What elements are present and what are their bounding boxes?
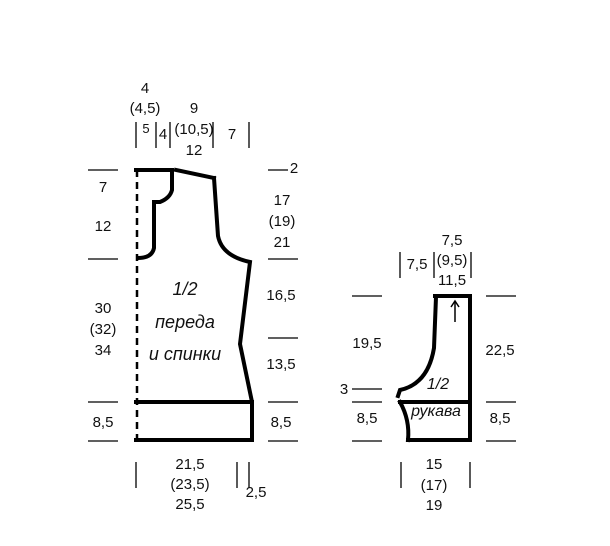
- sleeve-width-3: 19: [425, 497, 443, 514]
- sleeve-top-left: 7,5: [406, 256, 428, 273]
- sleeve-right-rib: 8,5: [489, 410, 511, 427]
- sleeve-top-right-1: 7,5: [441, 232, 463, 249]
- body-armhole-side: [211, 175, 254, 442]
- body-title-1: 1/2: [172, 279, 198, 299]
- top-neck-3: 12: [185, 142, 203, 159]
- left-body-len-2: (32): [89, 321, 117, 338]
- right-armhole-3: 21: [273, 234, 291, 251]
- sleeve-length: 22,5: [485, 342, 515, 359]
- top-shoulder-b: 4: [158, 126, 168, 143]
- left-rib: 8,5: [92, 414, 114, 431]
- sleeve-top-right-3: 11,5: [437, 272, 467, 289]
- sleeve-cap: [395, 294, 439, 399]
- sleeve-title-2: рукава: [411, 403, 461, 420]
- sleeve-width-1: 15: [425, 456, 443, 473]
- body-dimension-lines: [88, 122, 298, 488]
- bottom-width-2: (23,5): [170, 476, 210, 493]
- left-body-len-1: 30: [94, 300, 112, 317]
- top-shoulder-a-2: (4,5): [129, 100, 161, 117]
- right-rib: 8,5: [270, 414, 292, 431]
- top-neck-1: 9: [189, 100, 199, 117]
- right-shoulder-slope: 2: [289, 160, 299, 177]
- body-piece: [134, 167, 254, 442]
- top-shoulder-a-extra: 5: [142, 121, 150, 136]
- sleeve-dimension-lines: [352, 252, 516, 488]
- sleeve-bind: 3: [339, 381, 349, 398]
- sleeve-left-rib: 8,5: [356, 410, 378, 427]
- right-side-b: 13,5: [266, 356, 296, 373]
- right-armhole-2: (19): [268, 213, 296, 230]
- sleeve-top-right-2: (9,5): [436, 252, 468, 269]
- sleeve-cap: 19,5: [352, 335, 382, 352]
- body-title-3: и спинки: [148, 344, 222, 364]
- left-body-len-3: 34: [94, 342, 112, 359]
- body-neckline: [134, 168, 174, 261]
- left-neck-lower: 12: [94, 218, 112, 235]
- bottom-edge: 2,5: [245, 484, 267, 501]
- bottom-width-3: 25,5: [175, 496, 205, 513]
- body-title-2: переда: [155, 312, 215, 332]
- bottom-width-1: 21,5: [175, 456, 205, 473]
- top-armhole-width: 7: [227, 126, 237, 143]
- right-side-a: 16,5: [266, 287, 296, 304]
- sleeve-arrow: [450, 299, 460, 322]
- left-neck-depth: 7: [98, 179, 108, 196]
- top-shoulder-a-1: 4: [140, 80, 150, 97]
- right-armhole-1: 17: [273, 192, 291, 209]
- sleeve-title-1: 1/2: [426, 376, 450, 393]
- sleeve-piece: [395, 294, 472, 443]
- top-neck-2: (10,5): [174, 121, 214, 138]
- body-shoulder: [173, 167, 217, 181]
- sleeve-width-2: (17): [420, 477, 448, 494]
- sleeve-underarm: [397, 399, 411, 443]
